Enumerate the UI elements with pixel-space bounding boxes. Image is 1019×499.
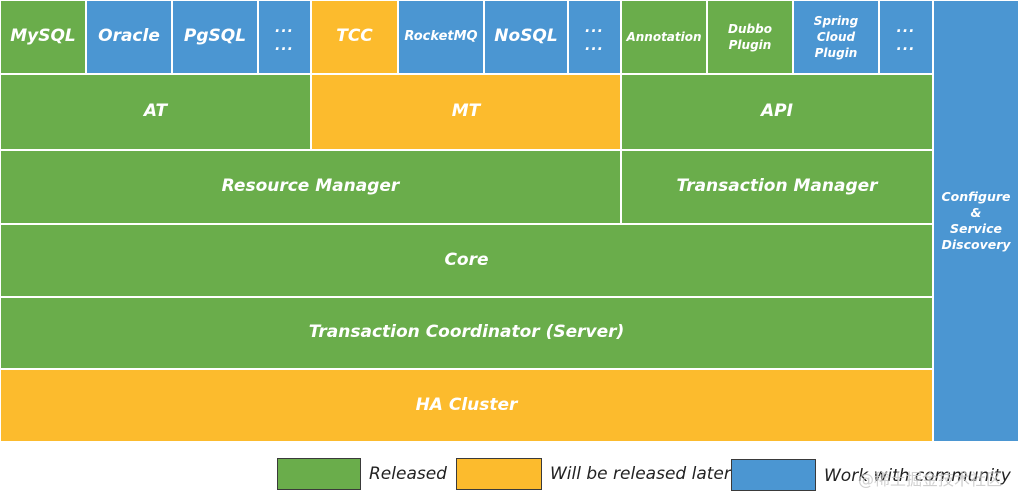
nosql-label: NoSQL [494, 26, 558, 47]
legend-label-later: Will be released later [550, 464, 731, 484]
more-dots-bottom: ... [275, 38, 294, 54]
sidebar-line-3: Service [950, 221, 1002, 236]
api-mode-block: API [621, 74, 933, 150]
tcc-block: TCC [311, 0, 398, 74]
mt-label: MT [451, 101, 481, 122]
transaction-manager-block: Transaction Manager [621, 150, 933, 224]
nosql-block: NoSQL [484, 0, 568, 74]
tcc-label: TCC [336, 26, 373, 47]
resource-manager-block: Resource Manager [0, 150, 621, 224]
more-dots-top: ... [585, 20, 604, 36]
dubbo-plugin-line-2: Plugin [728, 38, 772, 52]
mysql-block: MySQL [0, 0, 86, 74]
ha-cluster-label: HA Cluster [415, 394, 518, 415]
sidebar-line-2: & [970, 205, 982, 220]
more-middleware-block: ... ... [568, 0, 621, 74]
pgsql-block: PgSQL [172, 0, 258, 74]
at-mode-block: AT [0, 74, 311, 150]
more-dots-top: ... [275, 20, 294, 36]
more-dots-bottom: ... [585, 38, 604, 54]
mysql-label: MySQL [10, 26, 76, 47]
annotation-label: Annotation [626, 29, 702, 44]
legend-swatch-released [277, 458, 361, 490]
api-label: API [761, 101, 793, 122]
transaction-coordinator-label: Transaction Coordinator (Server) [308, 322, 625, 343]
oracle-label: Oracle [98, 26, 160, 47]
ha-cluster-block: HA Cluster [0, 369, 933, 442]
watermark: @稀土掘金技术社区 [858, 470, 1003, 489]
rocketmq-label: RocketMQ [404, 29, 478, 45]
dubbo-plugin-line-1: Dubbo [728, 22, 772, 36]
spring-cloud-plugin-block: Spring Cloud Plugin [793, 0, 879, 74]
at-label: AT [143, 101, 168, 122]
sidebar-line-1: Configure [941, 189, 1011, 204]
pgsql-label: PgSQL [183, 26, 247, 47]
legend-label-community: Work with community [824, 466, 1011, 486]
annotation-block: Annotation [621, 0, 707, 74]
spring-cloud-line-2: Cloud [816, 30, 856, 44]
more-dots-bottom: ... [896, 38, 916, 54]
core-block: Core [0, 224, 933, 297]
transaction-coordinator-block: Transaction Coordinator (Server) [0, 297, 933, 369]
rocketmq-block: RocketMQ [398, 0, 484, 74]
more-databases-block: ... ... [258, 0, 311, 74]
configure-service-discovery-block: Configure & Service Discovery [933, 0, 1019, 442]
spring-cloud-line-3: Plugin [814, 46, 858, 60]
legend-label-released: Released [369, 464, 447, 484]
spring-cloud-line-1: Spring [813, 14, 859, 28]
mt-mode-block: MT [311, 74, 621, 150]
resource-manager-label: Resource Manager [221, 176, 400, 197]
more-plugins-block: ... ... [879, 0, 933, 74]
legend-swatch-community [731, 459, 816, 491]
dubbo-plugin-block: Dubbo Plugin [707, 0, 793, 74]
more-dots-top: ... [896, 20, 916, 36]
transaction-manager-label: Transaction Manager [676, 176, 878, 197]
legend-swatch-later [456, 458, 542, 490]
core-label: Core [444, 249, 489, 270]
oracle-block: Oracle [86, 0, 172, 74]
sidebar-line-4: Discovery [941, 237, 1011, 252]
